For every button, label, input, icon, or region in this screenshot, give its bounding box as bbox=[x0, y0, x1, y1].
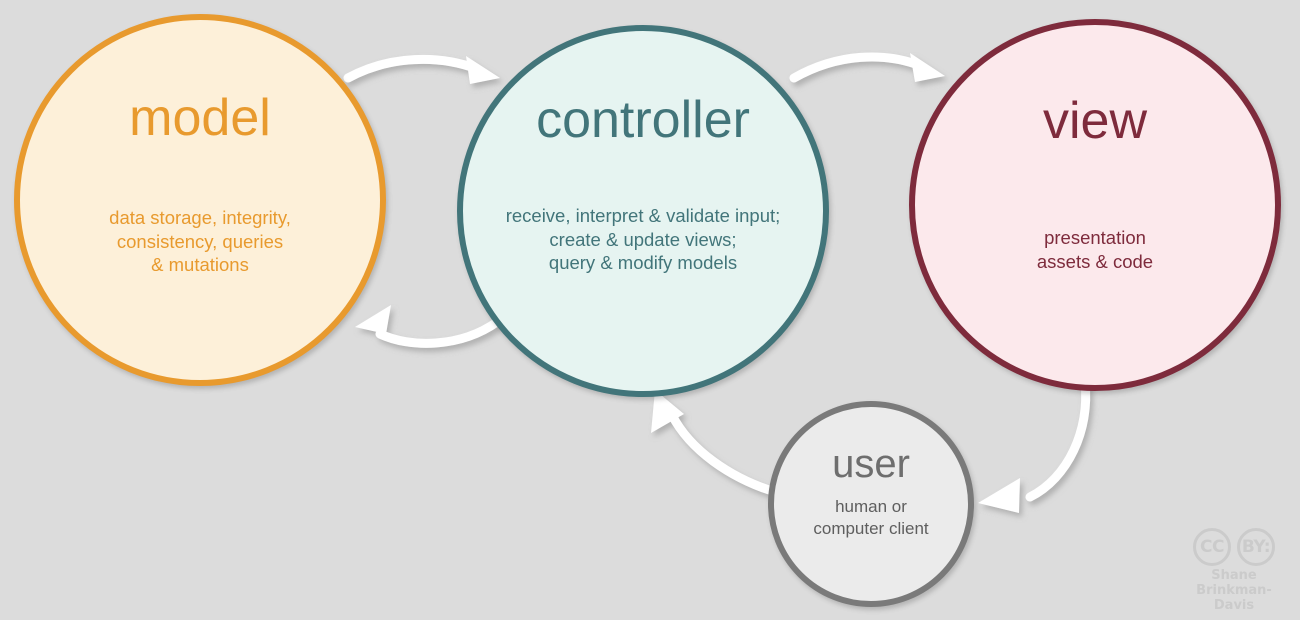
node-model-title: model bbox=[129, 89, 271, 147]
arrow-user-to-controller bbox=[651, 390, 780, 497]
arrow-view-to-user bbox=[978, 378, 1091, 513]
node-view-description: presentation assets & code bbox=[1036, 227, 1154, 272]
cc-badge-group: CC BY: bbox=[1193, 528, 1275, 566]
creative-commons-watermark: CC BY: Shane Brinkman-Davis bbox=[1178, 528, 1290, 613]
node-user[interactable]: user human or computer client bbox=[768, 401, 974, 607]
arrow-controller-to-view bbox=[789, 52, 945, 83]
cc-by-icon: BY: bbox=[1237, 528, 1275, 566]
node-controller-description: receive, interpret & validate input; cre… bbox=[505, 205, 781, 274]
node-model[interactable]: model data storage, integrity, consisten… bbox=[14, 14, 386, 386]
node-view-title: view bbox=[1042, 92, 1148, 150]
node-user-description: human or computer client bbox=[813, 497, 929, 538]
node-model-description: data storage, integrity, consistency, qu… bbox=[109, 207, 291, 276]
node-controller-title: controller bbox=[536, 91, 750, 149]
node-controller[interactable]: controller receive, interpret & validate… bbox=[457, 25, 829, 397]
cc-icon: CC bbox=[1193, 528, 1231, 566]
arrow-controller-to-model bbox=[355, 305, 502, 348]
node-view[interactable]: view presentation assets & code bbox=[909, 19, 1281, 391]
watermark-author: Shane Brinkman-Davis bbox=[1196, 568, 1272, 613]
node-user-title: user bbox=[832, 442, 910, 486]
arrow-model-to-controller bbox=[343, 54, 500, 84]
